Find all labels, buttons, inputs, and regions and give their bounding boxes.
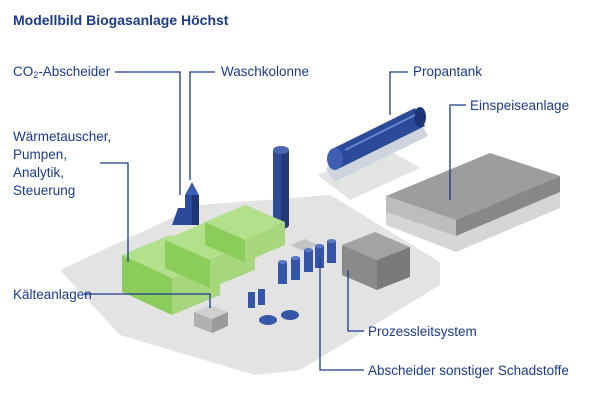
leader-propantank — [389, 71, 408, 115]
chimney — [273, 146, 289, 229]
label-propantank: Propantank — [413, 64, 483, 79]
leader-waermetauscher — [100, 162, 129, 262]
leader-prozessleitsystem — [347, 270, 364, 332]
leader-kaelteanlagen — [84, 293, 211, 308]
label-pumpen: Pumpen, — [13, 147, 68, 162]
leader-abscheider — [319, 258, 364, 371]
leader-einspeiseanlage — [449, 104, 466, 200]
label-analytik: Analytik, — [13, 165, 65, 180]
label-abscheider-schadstoffe: Abscheider sonstiger Schadstoffe — [368, 363, 569, 378]
leader-lines — [84, 71, 466, 371]
ground-platform-right — [318, 145, 420, 200]
diagram-title: Modellbild Biogasanlage Höchst — [13, 12, 229, 28]
propane-tank — [326, 107, 428, 182]
label-steuerung: Steuerung — [13, 183, 76, 198]
process-vessels — [248, 239, 336, 325]
co2-towers — [172, 182, 199, 225]
feed-in-building — [386, 153, 560, 252]
label-waschkolonne: Waschkolonne — [221, 64, 310, 79]
label-prozessleitsystem: Prozessleitsystem — [368, 324, 477, 339]
leader-waschkolonne — [189, 71, 215, 180]
label-co2-abscheider: CO2-Abscheider — [13, 64, 111, 80]
label-einspeiseanlage: Einspeiseanlage — [470, 98, 570, 113]
label-kaelteanlagen: Kälteanlagen — [13, 287, 92, 302]
ground-platform — [60, 195, 440, 375]
chiller-unit — [194, 305, 228, 333]
label-waermetauscher: Wärmetauscher, — [13, 129, 112, 144]
green-modules — [122, 205, 285, 315]
process-building — [290, 232, 410, 290]
leader-co2 — [115, 71, 181, 195]
label-waermetauscher-group: Wärmetauscher, Pumpen, Analytik, Steueru… — [13, 128, 111, 200]
